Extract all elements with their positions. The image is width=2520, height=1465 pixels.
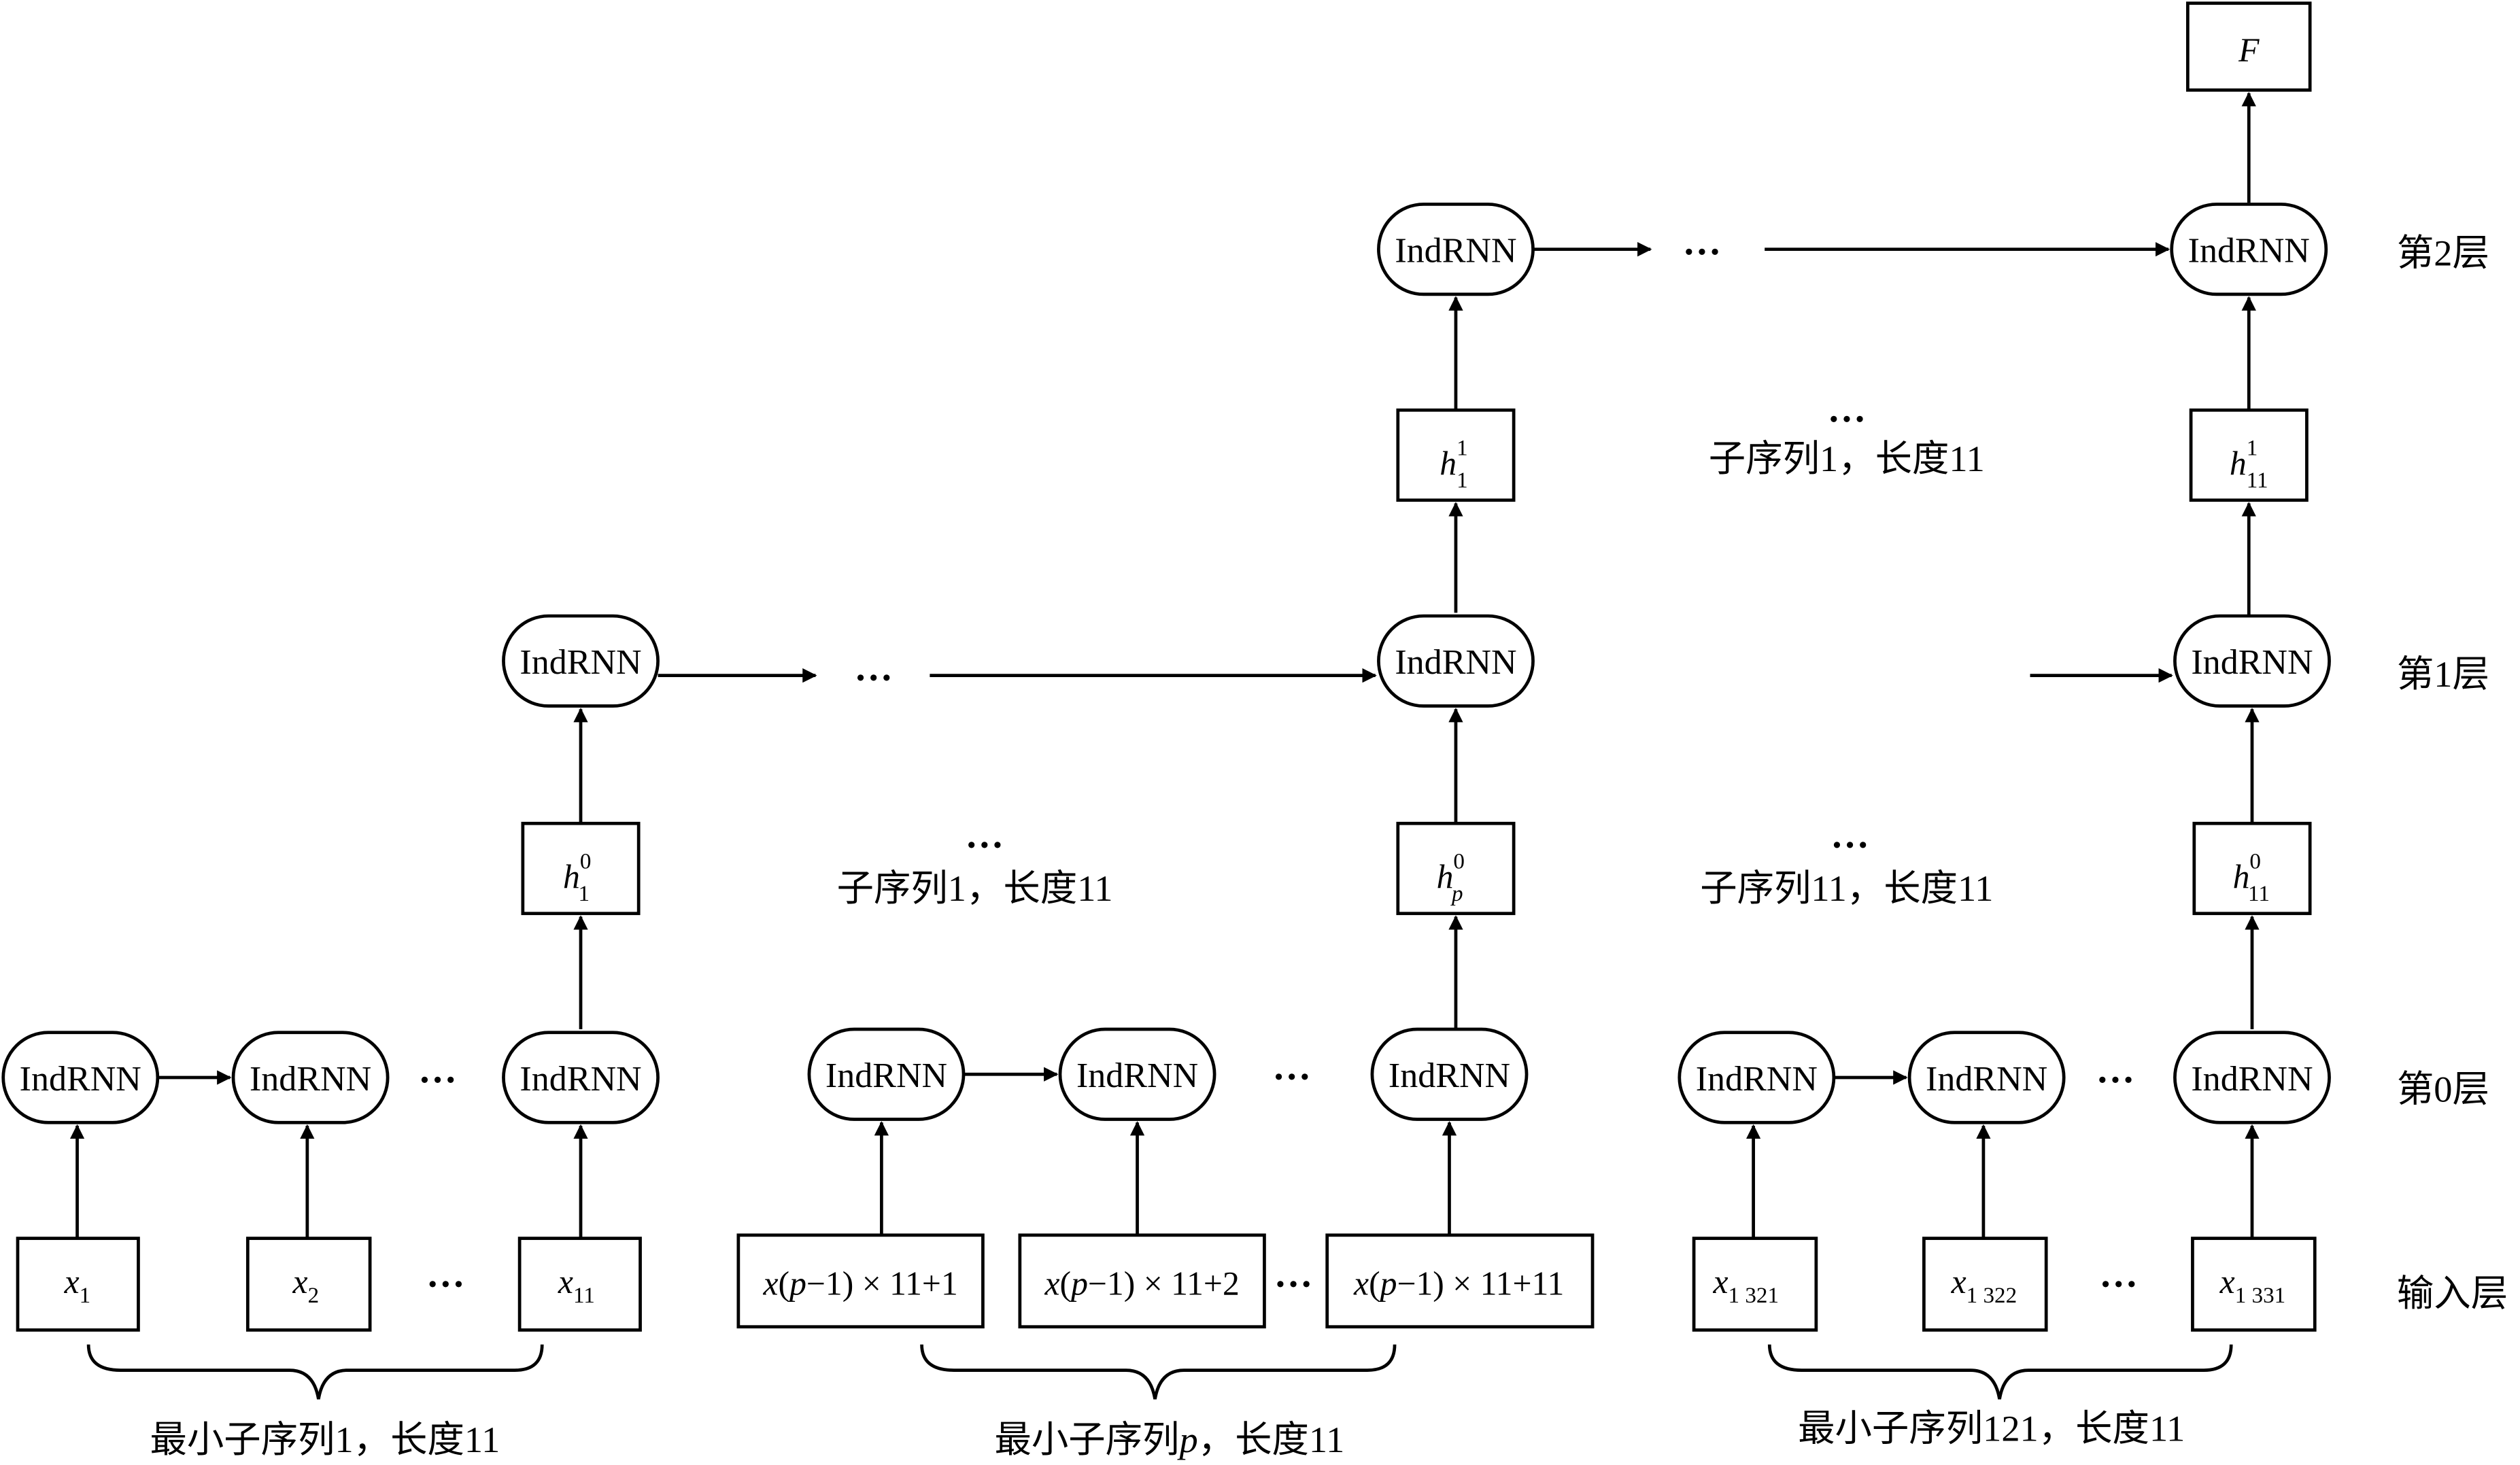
- brace-label-g121: 最小子序列121，长度11: [1798, 1409, 2185, 1449]
- indrnn-node-label: IndRNN: [2188, 232, 2310, 271]
- brace-gp: [920, 1344, 1397, 1400]
- indrnn-node-label: IndRNN: [250, 1060, 371, 1099]
- layer-0-label: 第0层: [2397, 1069, 2489, 1110]
- input-box-x1331: [2191, 1237, 2317, 1332]
- ellipsis-l1-sub-a: …: [965, 814, 1004, 857]
- indrnn-node-l2-last: [2170, 203, 2328, 296]
- ellipsis-l1-sub-b: …: [1831, 814, 1869, 857]
- ellipsis-l1: …: [854, 647, 893, 689]
- hidden-h1-1-box: [1396, 408, 1516, 502]
- input-x1322: x1 322: [1951, 1263, 2017, 1308]
- subseq-label-l1-a: 子序列1，长度11: [837, 868, 1113, 909]
- input-box-x2: [245, 1237, 372, 1332]
- indrnn-node-label: IndRNN: [1696, 1060, 1818, 1099]
- input-x1: x1: [64, 1263, 91, 1308]
- input-x1331: x1 331: [2219, 1263, 2286, 1308]
- input-x1321: x1 321: [1712, 1263, 1779, 1308]
- indrnn-node-label: IndRNN: [20, 1060, 141, 1099]
- indrnn-node-l0-gp-11: [1370, 1027, 1529, 1121]
- hidden-h1-11-box: [2189, 408, 2309, 502]
- indrnn-node-l0-g1-11: [502, 1031, 660, 1124]
- indrnn-node-l1-1: [502, 614, 660, 708]
- input-xp1: x(p−1) × 11+1: [763, 1264, 958, 1302]
- ellipsis-l0-gp: …: [1272, 1045, 1311, 1088]
- layer-1-label: 第1层: [2397, 654, 2489, 695]
- input-box-xp2: [1018, 1233, 1266, 1329]
- input-box-xp1: [736, 1233, 985, 1329]
- input-box-xp11: [1325, 1233, 1595, 1329]
- input-x11: x11: [558, 1263, 595, 1308]
- indrnn-node-label: IndRNN: [2191, 1060, 2313, 1099]
- indrnn-node-l0-g121-11: [2173, 1031, 2331, 1124]
- indrnn-node-label: IndRNN: [1076, 1056, 1198, 1095]
- indrnn-node-label: IndRNN: [1395, 643, 1516, 682]
- ellipsis-l2-sub: …: [1827, 387, 1866, 430]
- indrnn-node-label: IndRNN: [520, 643, 641, 682]
- indrnn-node-l0-g121-2: [1907, 1031, 2066, 1124]
- input-box-x1321: [1692, 1237, 1818, 1332]
- subseq-label-l2: 子序列1，长度11: [1709, 438, 1985, 479]
- input-box-x1322: [1922, 1237, 2048, 1332]
- ellipsis-l0-g1: …: [418, 1048, 457, 1091]
- ellipsis-input-gp: …: [1274, 1253, 1313, 1296]
- indrnn-node-l0-gp-2: [1058, 1027, 1216, 1121]
- input-box-x11: [517, 1237, 642, 1332]
- layer-2-label: 第2层: [2397, 232, 2489, 273]
- output-box: [2185, 1, 2312, 92]
- ellipsis-input-g1: …: [426, 1253, 465, 1296]
- hidden-h0-1-box: [521, 821, 641, 916]
- output-label: F: [2238, 31, 2260, 69]
- brace-label-g1: 最小子序列1，长度11: [150, 1419, 500, 1460]
- indrnn-node-label: IndRNN: [825, 1056, 947, 1095]
- brace-label-gp: 最小子序列p，长度11: [994, 1419, 1344, 1460]
- indrnn-node-label: IndRNN: [2191, 643, 2313, 682]
- input-box-x1: [16, 1237, 140, 1332]
- hidden-h0-p-box: [1396, 821, 1516, 916]
- hidden-h0-11-box: [2192, 821, 2312, 916]
- indrnn-node-l1-p: [1377, 614, 1535, 708]
- indrnn-node-l0-g1-2: [231, 1031, 390, 1124]
- indrnn-node-label: IndRNN: [1395, 232, 1516, 271]
- input-xp11: x(p−1) × 11+11: [1353, 1264, 1564, 1302]
- ellipsis-l0-g121: …: [2096, 1048, 2135, 1091]
- input-xp2: x(p−1) × 11+2: [1044, 1264, 1240, 1302]
- ellipsis-input-g121: …: [2099, 1253, 2138, 1296]
- subseq-label-l1-b: 子序列11，长度11: [1700, 868, 1993, 909]
- indrnn-node-label: IndRNN: [1926, 1060, 2047, 1099]
- indrnn-node-l1-last: [2173, 614, 2331, 708]
- indrnn-node-label: IndRNN: [520, 1060, 641, 1099]
- brace-g121: [1767, 1344, 2233, 1400]
- indrnn-node-label: IndRNN: [1389, 1056, 1510, 1095]
- input-x2: x2: [292, 1263, 320, 1308]
- ellipsis-l2: …: [1683, 220, 1722, 263]
- input-layer-label: 输入层: [2397, 1273, 2508, 1314]
- brace-g1: [86, 1344, 544, 1400]
